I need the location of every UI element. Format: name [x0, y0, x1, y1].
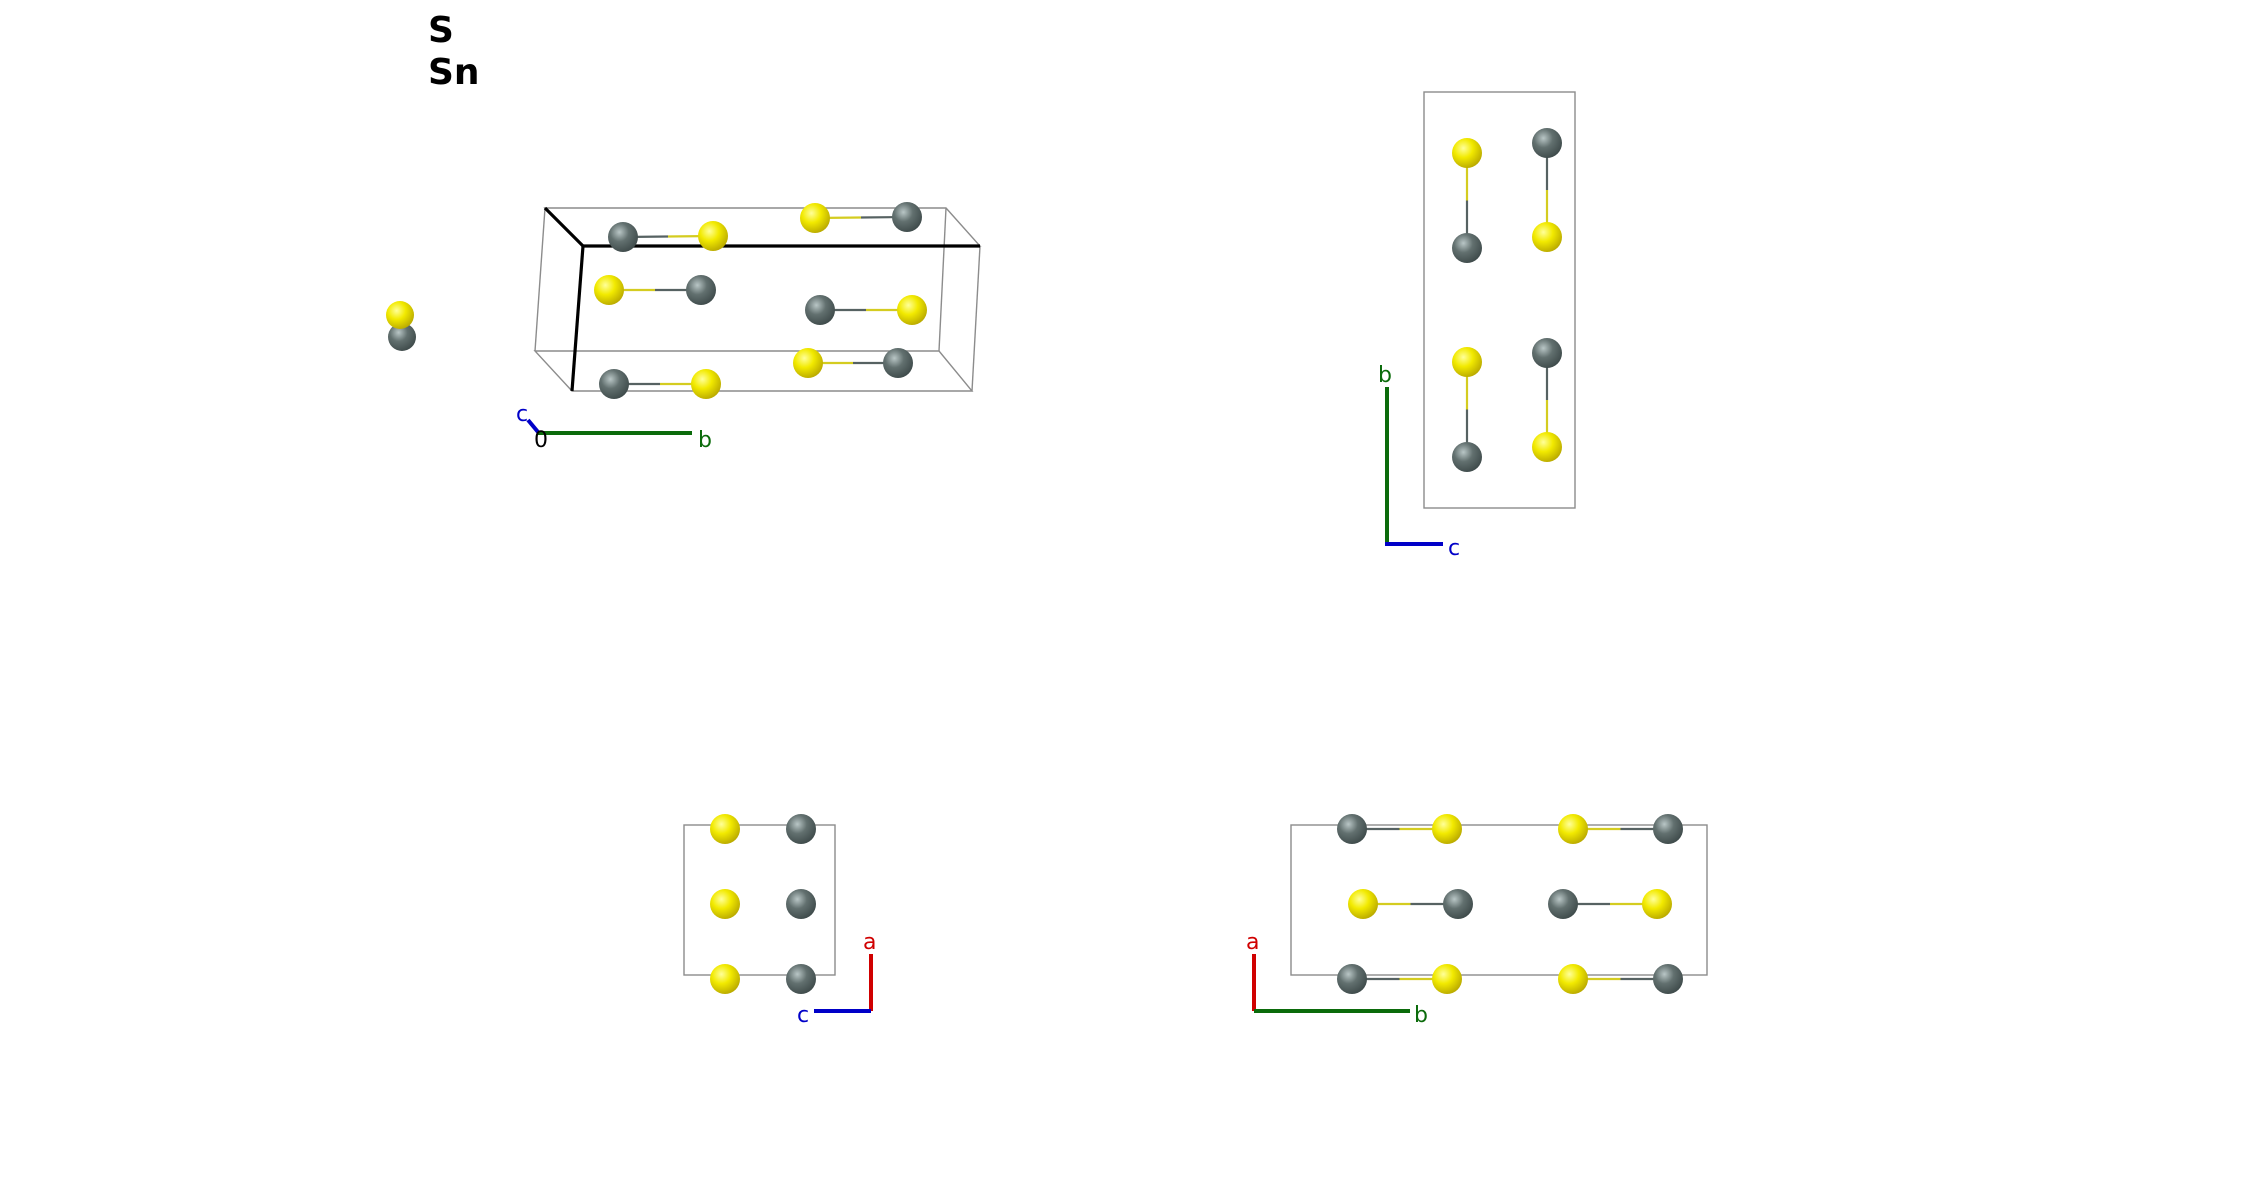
axis-c-line: [526, 418, 540, 434]
axis-a-label: a: [1246, 930, 1259, 955]
tin-atom: [786, 814, 816, 844]
sulfur-atom: [800, 203, 830, 233]
tin-atom: [892, 202, 922, 232]
axis-c-label: c: [797, 1003, 809, 1028]
axis-b-label: b: [698, 428, 712, 453]
element-legend: S Sn: [428, 10, 480, 93]
sulfur-atom: [1558, 814, 1588, 844]
sulfur-atom: [1642, 889, 1672, 919]
sulfur-atom: [897, 295, 927, 325]
tin-atom: [1452, 233, 1482, 263]
unit-cell-outline-b: [683, 824, 836, 976]
tin-atom: [599, 369, 629, 399]
axis-triad-along-a: b c: [1378, 363, 1460, 561]
tin-atom: [1443, 889, 1473, 919]
sulfur-atom: [710, 814, 740, 844]
cell-axis-edge-a: [543, 206, 585, 248]
tin-atom: [388, 323, 416, 351]
sulfur-atom: [1432, 814, 1462, 844]
atoms-along-c: [1337, 814, 1683, 994]
axis-triad-along-b: a c: [797, 930, 876, 1028]
atoms-edge-fragment: [386, 301, 416, 351]
tin-atom: [1532, 338, 1562, 368]
sulfur-atom: [594, 275, 624, 305]
sulfur-atom: [1452, 138, 1482, 168]
sulfur-atom: [1348, 889, 1378, 919]
sulfur-atom: [698, 221, 728, 251]
tin-atom: [1452, 442, 1482, 472]
axis-c-label: c: [516, 402, 528, 427]
tin-atom: [608, 222, 638, 252]
cell-edge-back-right: [938, 207, 947, 352]
unit-cell-outline-a: [1423, 91, 1576, 509]
atoms-along-b: [710, 814, 816, 994]
sulfur-atom: [710, 964, 740, 994]
sulfur-atom: [691, 369, 721, 399]
cell-edge-back-left: [534, 207, 546, 352]
axis-origin-label: 0: [534, 428, 548, 453]
cell-edge-front-right: [971, 245, 981, 392]
unit-cell-outline-c: [1290, 824, 1708, 976]
tin-atom: [1653, 814, 1683, 844]
tin-atom: [805, 295, 835, 325]
atoms-along-a: [1452, 128, 1562, 472]
sulfur-atom: [1452, 347, 1482, 377]
tin-atom: [686, 275, 716, 305]
legend-label-s: S: [428, 10, 454, 51]
view-along-b: a c: [683, 814, 876, 1028]
sulfur-atom: [1432, 964, 1462, 994]
sulfur-atom: [1558, 964, 1588, 994]
axis-a-label: a: [863, 930, 876, 955]
view-along-c: a b: [1246, 814, 1708, 1028]
axis-triad-perspective: c 0 b: [516, 402, 712, 453]
perspective-view: c 0 b: [516, 202, 982, 453]
axis-triad-along-c: a b: [1246, 930, 1428, 1028]
legend-label-sn: Sn: [428, 52, 480, 93]
axis-b-label: b: [1414, 1003, 1428, 1028]
sulfur-atom: [386, 301, 414, 329]
cell-axis-edge-c: [570, 245, 585, 392]
sulfur-atom: [1532, 432, 1562, 462]
tin-atom: [1532, 128, 1562, 158]
view-along-a: b c: [1378, 91, 1576, 561]
tin-atom: [1337, 964, 1367, 994]
axis-b-label: b: [1378, 363, 1392, 388]
tin-atom: [883, 348, 913, 378]
tin-atom: [1548, 889, 1578, 919]
tin-atom: [1337, 814, 1367, 844]
tin-atom: [1653, 964, 1683, 994]
tin-atom: [786, 889, 816, 919]
tin-atom: [786, 964, 816, 994]
atoms-perspective: [594, 202, 927, 399]
axis-c-label: c: [1448, 536, 1460, 561]
sulfur-atom: [710, 889, 740, 919]
sulfur-atom: [1532, 222, 1562, 252]
sulfur-atom: [793, 348, 823, 378]
